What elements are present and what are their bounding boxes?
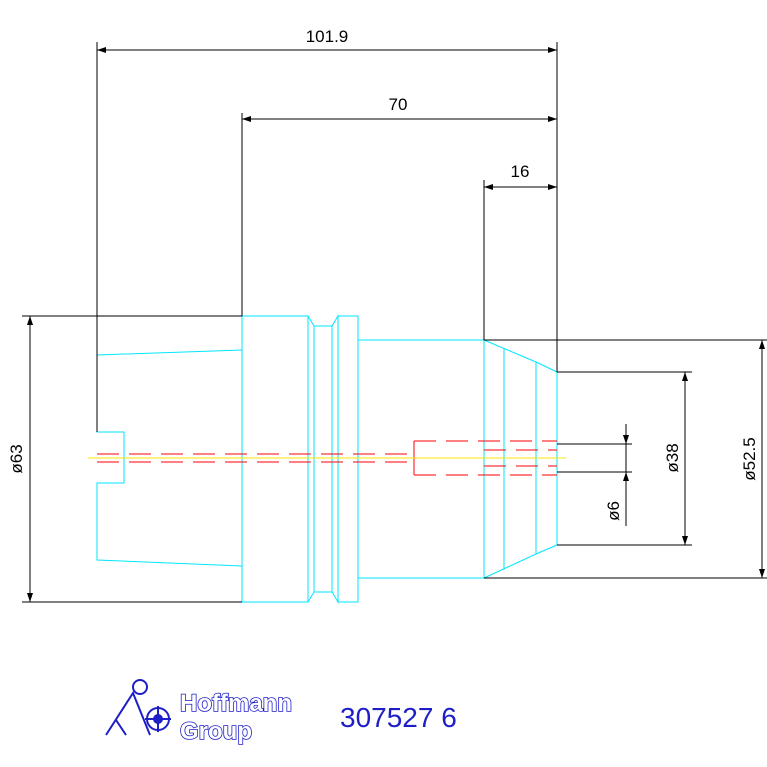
hidden-lines bbox=[97, 440, 557, 476]
flange bbox=[337, 315, 359, 603]
logo-line1: Hoffmann bbox=[180, 690, 292, 717]
dim-length-70: 70 bbox=[389, 95, 408, 114]
dim-length-16: 16 bbox=[511, 162, 530, 181]
part-number: 307527 6 bbox=[340, 702, 457, 733]
dim-dia-63: ø63 bbox=[7, 444, 26, 473]
groove-right bbox=[331, 314, 339, 604]
dim-dia-6: ø6 bbox=[604, 501, 623, 521]
arrowheads bbox=[27, 47, 765, 602]
dim-dia-52-5: ø52.5 bbox=[740, 437, 759, 480]
dim-dia-38: ø38 bbox=[663, 443, 682, 472]
nose-cone bbox=[483, 339, 558, 579]
hoffmann-logo: Hoffmann Group bbox=[105, 679, 293, 746]
logo-line2: Group bbox=[180, 718, 252, 745]
dim-overall-length: 101.9 bbox=[306, 27, 349, 46]
part-outline bbox=[96, 314, 558, 604]
dimension-lines bbox=[22, 42, 767, 603]
neck-body bbox=[358, 339, 485, 579]
collar bbox=[241, 315, 309, 603]
logo-mark-icon bbox=[105, 679, 171, 736]
groove bbox=[307, 315, 315, 603]
